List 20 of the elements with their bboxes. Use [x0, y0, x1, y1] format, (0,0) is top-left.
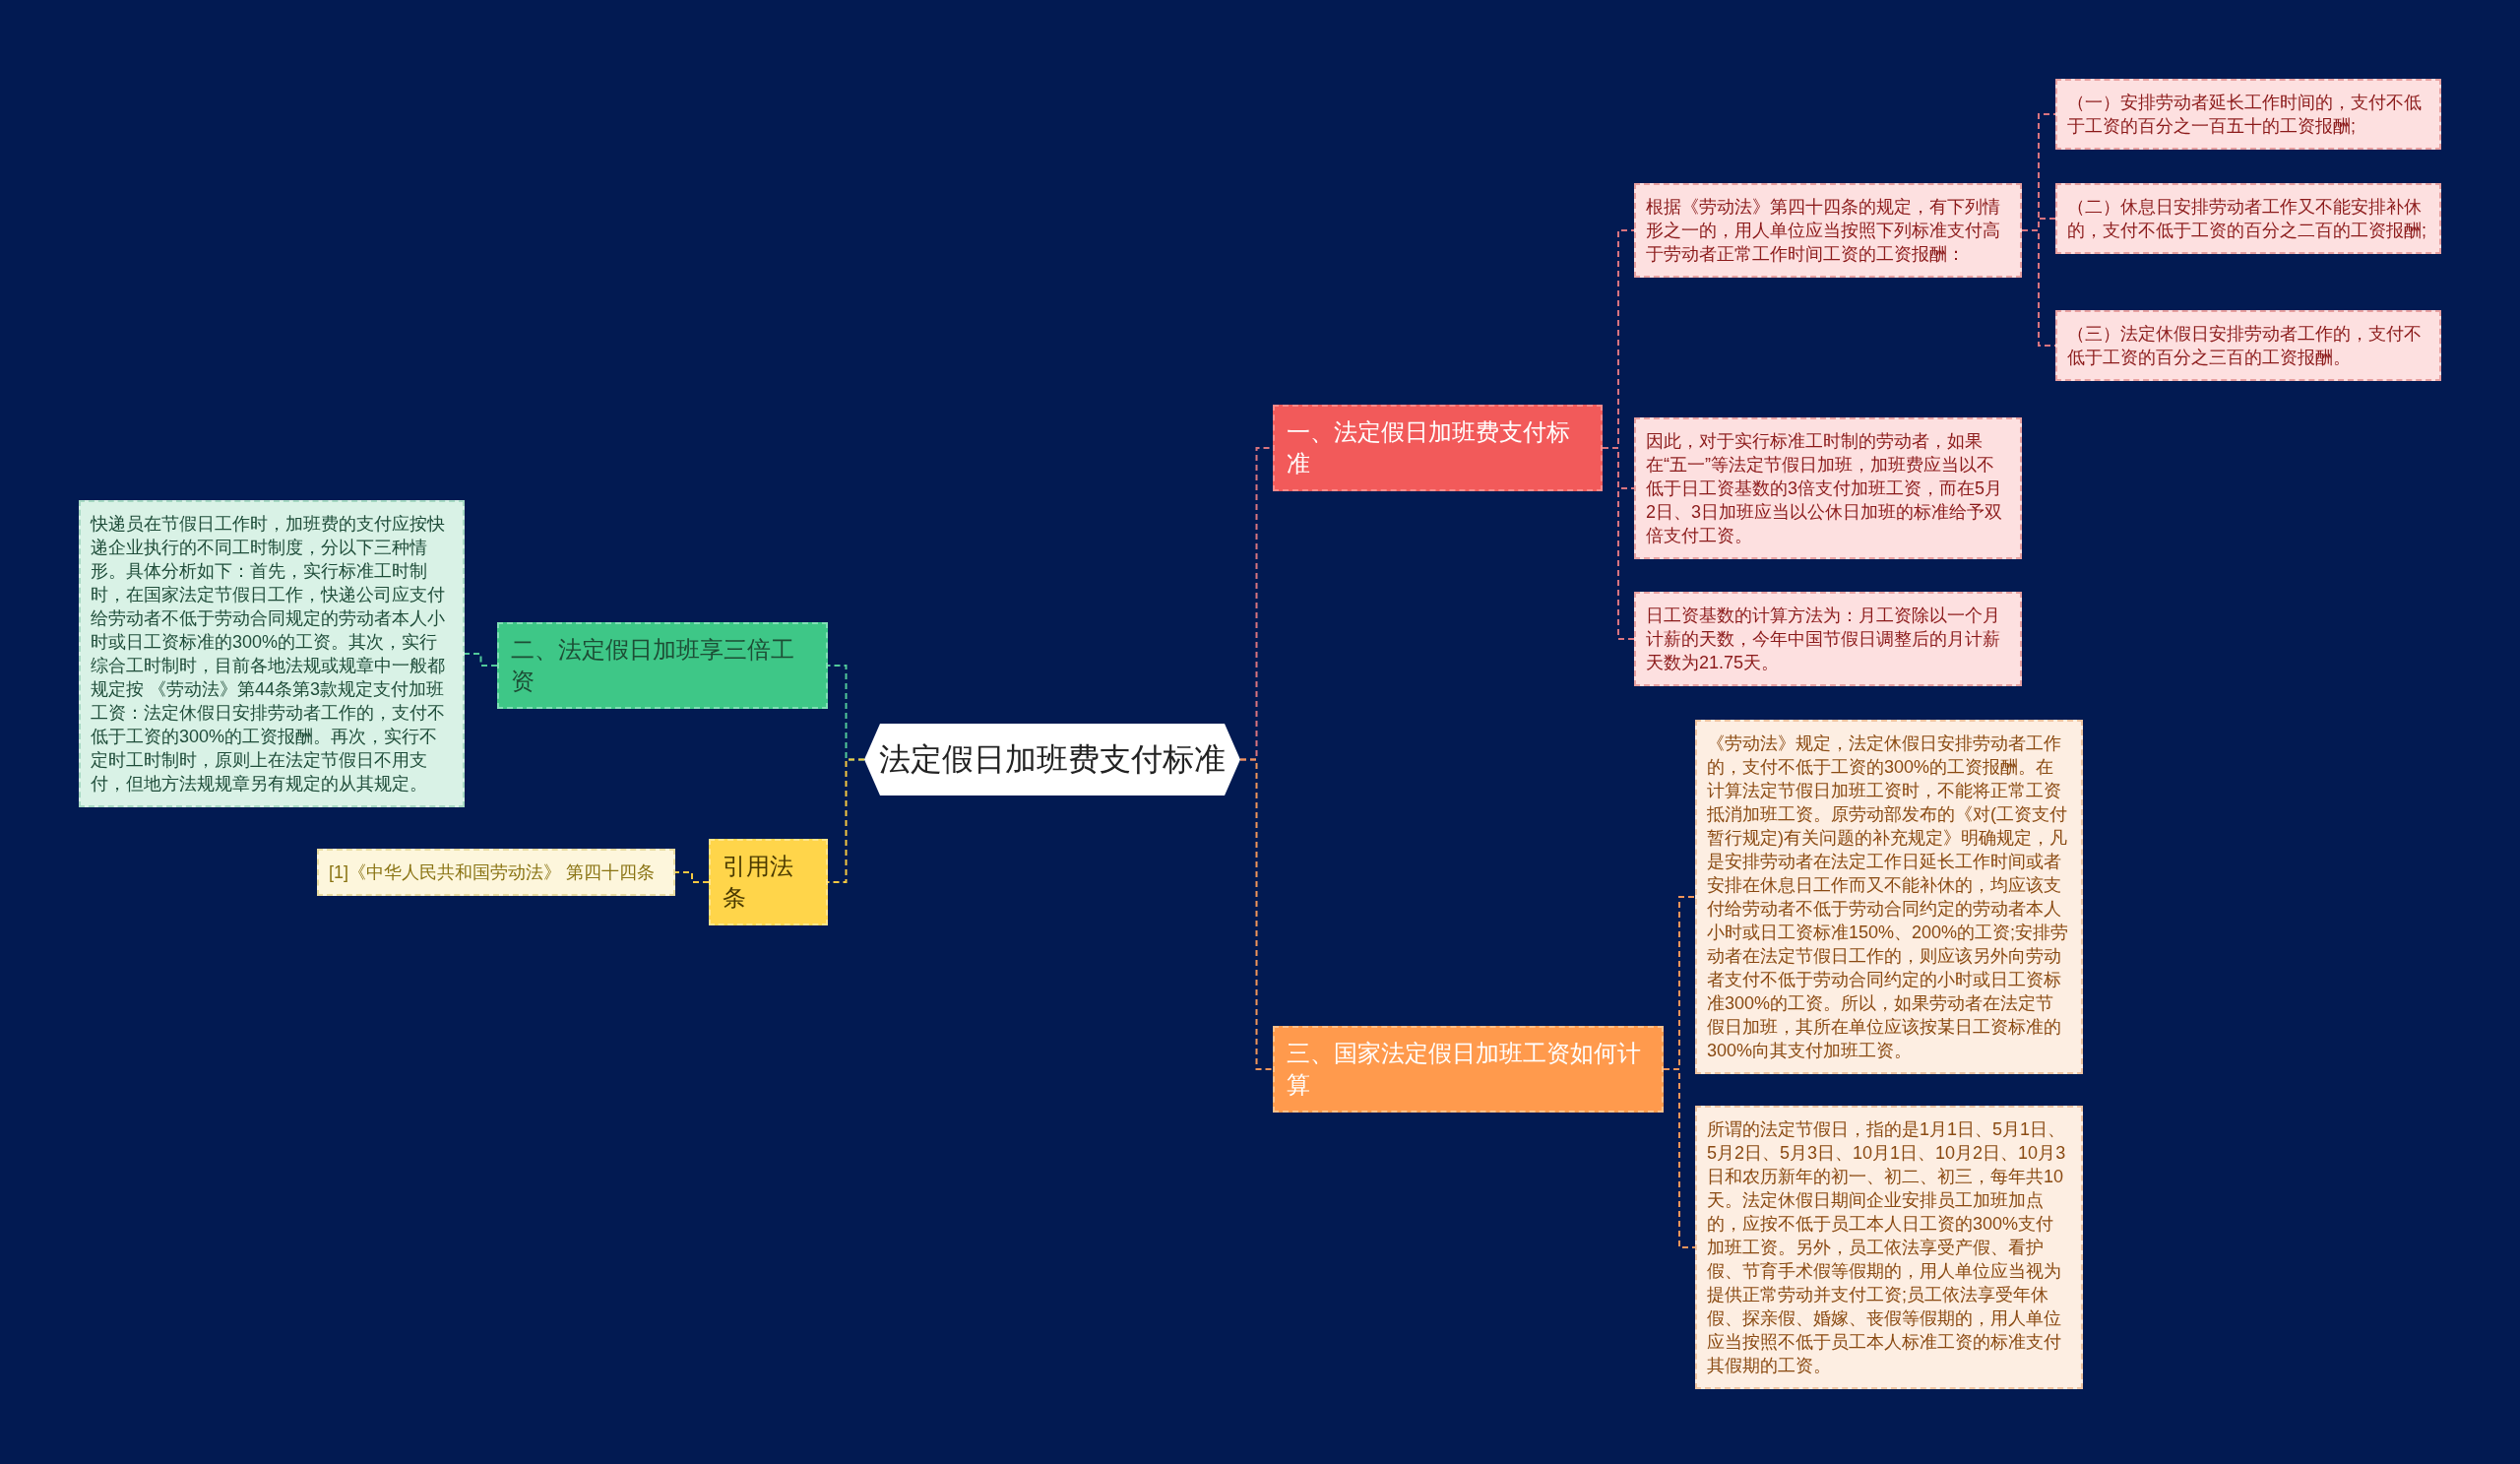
connector-line — [1602, 447, 1635, 640]
connector-line — [1239, 758, 1274, 1070]
text-box: 快递员在节假日工作时，加班费的支付应按快递企业执行的不同工时制度，分以下三种情形。具体分析如下：首先，实行标准工时制时，在国家法定节假日工作，快递公司应支付给劳动者不低于劳动合同规定的劳动者本人小时或日工资标准的300%的工资。其次，实行综合工时制时，目前各地法规或规章中一般都规定按 《劳动法》第44条第3款规定支付加班工资：法定休假日安排劳动者工作的，支付不低于工资的300%的工资报酬。再次，实行不定时工时制时，原则上在法定节假日不用支付，但地方法规规章另有规定的从其规定。 — [79, 500, 465, 807]
topic-box: 二、法定假日加班享三倍工资 — [497, 622, 828, 709]
central-topic-hexagon: 法定假日加班费支付标准 — [864, 724, 1240, 796]
connector-line — [674, 871, 710, 883]
text-box: （二）休息日安排劳动者工作又不能安排补休的，支付不低于工资的百分之二百的工资报酬; — [2055, 183, 2441, 254]
connector-line — [1663, 1068, 1696, 1248]
text-box: （一）安排劳动者延长工作时间的，支付不低于工资的百分之一百五十的工资报酬; — [2055, 79, 2441, 150]
text-box: 根据《劳动法》第四十四条的规定，有下列情形之一的，用人单位应当按照下列标准支付高于劳动者正常工作时间工资的工资报酬： — [1634, 183, 2022, 278]
text-box: 所谓的法定节假日，指的是1月1日、5月1日、5月2日、5月3日、10月1日、10月2日、10月3日和农历新年的初一、初二、初三，每年共10天。法定休假日期间企业安排员工加班加点的，应按不低于员工本人日工资的300%支付加班工资。另外，员工依法享受产假、看护假、节育手术假等假期的，用人单位应当视为提供正常劳动并支付工资;员工依法享受年休假、探亲假、婚嫁、丧假等假期的，用人单位应当按照不低于员工本人标准工资的标准支付其假期的工资。 — [1695, 1106, 2083, 1389]
topic-box: 三、国家法定假日加班工资如何计算 — [1273, 1026, 1664, 1113]
text-box: 日工资基数的计算方法为：月工资除以一个月计薪的天数，今年中国节假日调整后的月计薪天数为21.75天。 — [1634, 592, 2022, 686]
connector-line — [464, 653, 498, 667]
text-box: 《劳动法》规定，法定休假日安排劳动者工作的，支付不低于工资的300%的工资报酬。在计算法定节假日加班工资时，不能将正常工资抵消加班工资。原劳动部发布的《对(工资支付暂行规定)有关问题的补充规定》明确规定，凡是安排劳动者在法定工作日延长工作时间或者安排在休息日工作而又不能补休的，均应该支付给劳动者不低于劳动合同约定的劳动者本人小时或日工资标准150%、200%的工资;安排劳动者在法定节假日工作的，则应该另外向劳动者支付不低于劳动合同约定的小时或日工资标准300%的工资。所以，如果劳动者在法定节假日加班，其所在单位应该按某日工资标准的300%向其支付加班工资。 — [1695, 720, 2083, 1074]
text-box: 因此，对于实行标准工时制的劳动者，如果在“五一”等法定节假日加班，加班费应当以不低于日工资基数的3倍支付加班工资，而在5月2日、3日加班应当以公休日加班的标准给予双倍支付工资。 — [1634, 417, 2022, 559]
text-box: （三）法定休假日安排劳动者工作的，支付不低于工资的百分之三百的工资报酬。 — [2055, 310, 2441, 381]
topic-box: 一、法定假日加班费支付标准 — [1273, 405, 1603, 491]
text-box: [1]《中华人民共和国劳动法》 第四十四条 — [317, 849, 675, 896]
topic-box: 引用法条 — [709, 839, 828, 925]
